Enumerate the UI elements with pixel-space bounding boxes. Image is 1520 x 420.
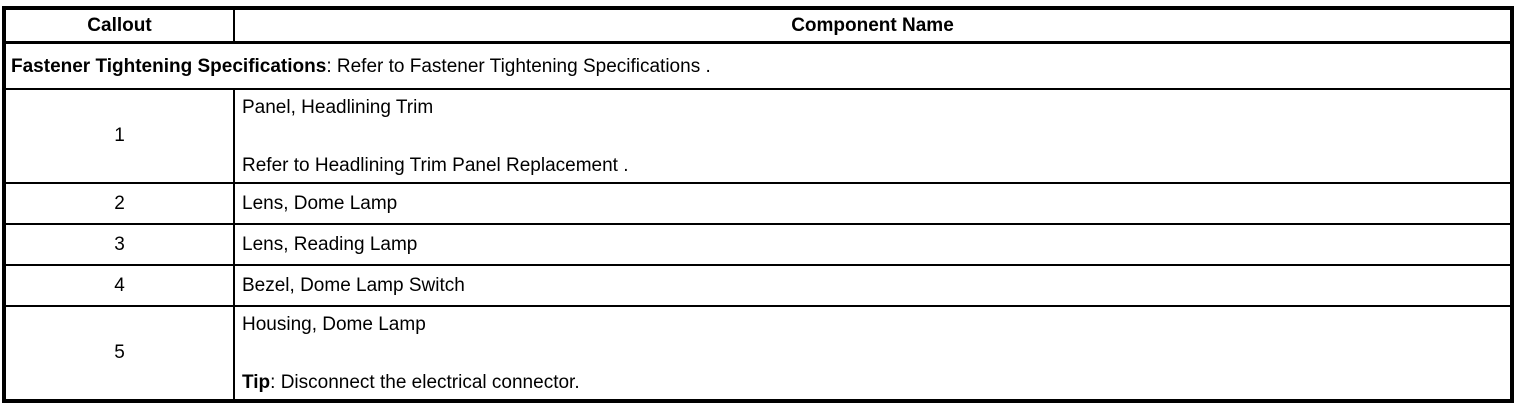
- fastener-note-cell: Fastener Tightening Specifications: Refe…: [3, 41, 1513, 90]
- fastener-note-row: Fastener Tightening Specifications: Refe…: [3, 41, 1513, 90]
- callout-cell: 5: [3, 305, 235, 402]
- column-header-component-name: Component Name: [233, 7, 1513, 44]
- table-row: 4 Bezel, Dome Lamp Switch: [3, 264, 1513, 307]
- component-cell: Housing, Dome Lamp Tip: Disconnect the e…: [233, 305, 1513, 402]
- tip-line: Tip: Disconnect the electrical connector…: [242, 368, 1502, 397]
- table-row: 1 Panel, Headlining Trim Refer to Headli…: [3, 88, 1513, 184]
- component-cell: Lens, Reading Lamp: [233, 223, 1513, 266]
- tip-label: Tip: [242, 372, 271, 393]
- callout-cell: 4: [3, 264, 235, 307]
- tip-text: : Disconnect the electrical connector.: [270, 372, 580, 393]
- callout-cell: 2: [3, 182, 235, 225]
- table-row: 3 Lens, Reading Lamp: [3, 223, 1513, 266]
- fastener-note-label: Fastener Tightening Specifications: [11, 55, 327, 77]
- component-cell: Bezel, Dome Lamp Switch: [233, 264, 1513, 307]
- reference-line: Refer to Headlining Trim Panel Replaceme…: [242, 155, 629, 176]
- component-name-line: Lens, Reading Lamp: [242, 234, 418, 255]
- component-name-line: Panel, Headlining Trim: [242, 97, 434, 118]
- component-name-line: Bezel, Dome Lamp Switch: [242, 275, 465, 296]
- column-header-callout: Callout: [3, 7, 235, 44]
- callout-cell: 3: [3, 223, 235, 266]
- fastener-note-text: : Refer to Fastener Tightening Specifica…: [326, 55, 711, 77]
- component-name-line: Housing, Dome Lamp: [242, 314, 426, 335]
- header-row: Callout Component Name: [3, 7, 1513, 44]
- table-row: 2 Lens, Dome Lamp: [3, 182, 1513, 225]
- component-name-line: Lens, Dome Lamp: [242, 193, 398, 214]
- component-cell: Panel, Headlining Trim Refer to Headlini…: [233, 88, 1513, 184]
- component-cell: Lens, Dome Lamp: [233, 182, 1513, 225]
- table-row: 5 Housing, Dome Lamp Tip: Disconnect the…: [3, 305, 1513, 402]
- callout-component-table: Callout Component Name Fastener Tighteni…: [2, 6, 1514, 403]
- callout-cell: 1: [3, 88, 235, 184]
